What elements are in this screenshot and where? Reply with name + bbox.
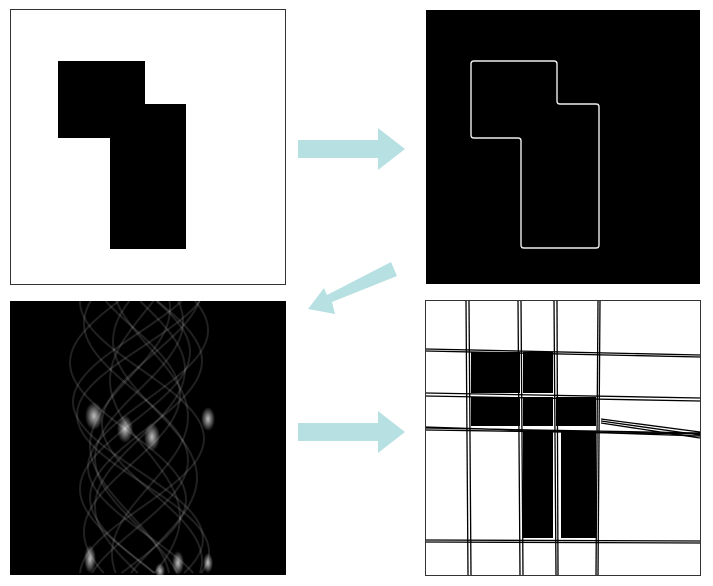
sinusoid-curve (93, 301, 187, 574)
sinusoid-curve (88, 301, 172, 574)
sinusoid-curve (111, 301, 199, 574)
sinusoid-curve (93, 301, 185, 574)
right-arrow-icon (298, 128, 405, 170)
detected-lines-overlay (425, 300, 701, 576)
hough-lines (426, 301, 700, 575)
arrow-shape (298, 411, 405, 453)
sinusoid-curve (86, 301, 210, 574)
black-shape (58, 61, 186, 249)
sinusoid-curve (110, 301, 190, 574)
edge-outline (470, 60, 600, 249)
sinusoid-curve (78, 301, 192, 574)
down-left-arrow-icon (308, 262, 397, 314)
sinusoid-curve (100, 301, 204, 574)
edge-svg (470, 60, 600, 249)
sinusoid-curve (68, 301, 188, 574)
arrow-shape (298, 128, 405, 170)
shape-cells (471, 352, 596, 538)
hough-svg (68, 301, 215, 575)
sinusoid-curve (79, 301, 206, 574)
sinusoid-curve (82, 301, 190, 574)
sinusoid-curve (88, 301, 204, 574)
sinusoid-curve (71, 301, 204, 574)
hough-transform-accumulator (10, 301, 286, 575)
binary-shape-svg (58, 61, 186, 249)
peak-highlights (84, 402, 215, 575)
binary-shape-image (10, 9, 286, 285)
sinusoid-curve (76, 301, 211, 574)
arrow-shape (308, 262, 397, 314)
right-arrow-icon-2 (298, 411, 405, 453)
lines-svg (426, 301, 700, 575)
sinusoid-curves (68, 301, 211, 574)
sinusoid-curve (108, 301, 182, 574)
edge-detection-image (426, 10, 700, 284)
